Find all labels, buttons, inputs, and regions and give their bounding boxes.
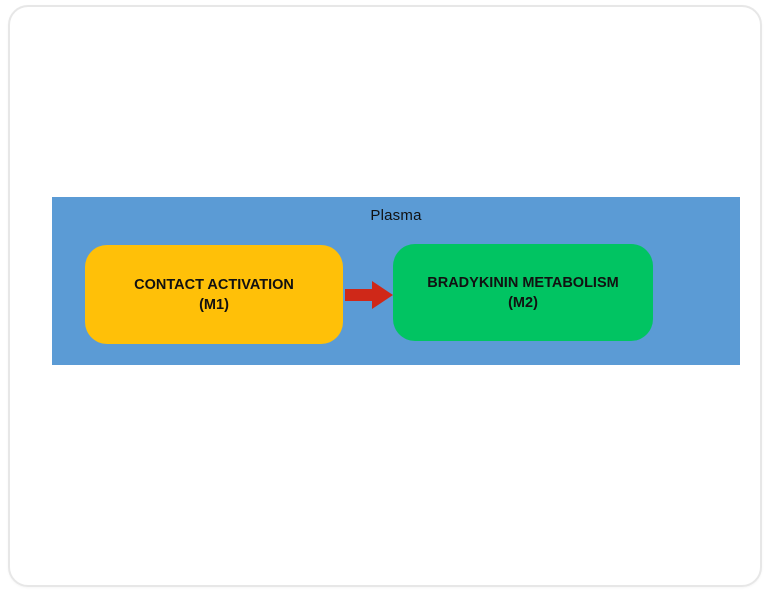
plasma-container-label: Plasma — [370, 207, 422, 224]
arrow-shaft — [345, 289, 372, 301]
node-m2-label: BRADYKININ METABOLISM — [427, 274, 619, 291]
node-bradykinin-metabolism-m2: BRADYKININ METABOLISM (M2) — [393, 244, 653, 341]
figure-card: Plasma CONTACT ACTIVATION (M1) BRADYKINI… — [8, 5, 762, 587]
node-m1-sublabel: (M1) — [199, 296, 229, 313]
plasma-container: Plasma CONTACT ACTIVATION (M1) BRADYKINI… — [52, 197, 740, 365]
node-m1-label: CONTACT ACTIVATION — [134, 276, 294, 293]
arrow-head — [372, 281, 393, 309]
node-contact-activation-m1: CONTACT ACTIVATION (M1) — [85, 245, 343, 344]
arrow-right-icon — [345, 281, 393, 309]
node-m2-sublabel: (M2) — [508, 294, 538, 311]
